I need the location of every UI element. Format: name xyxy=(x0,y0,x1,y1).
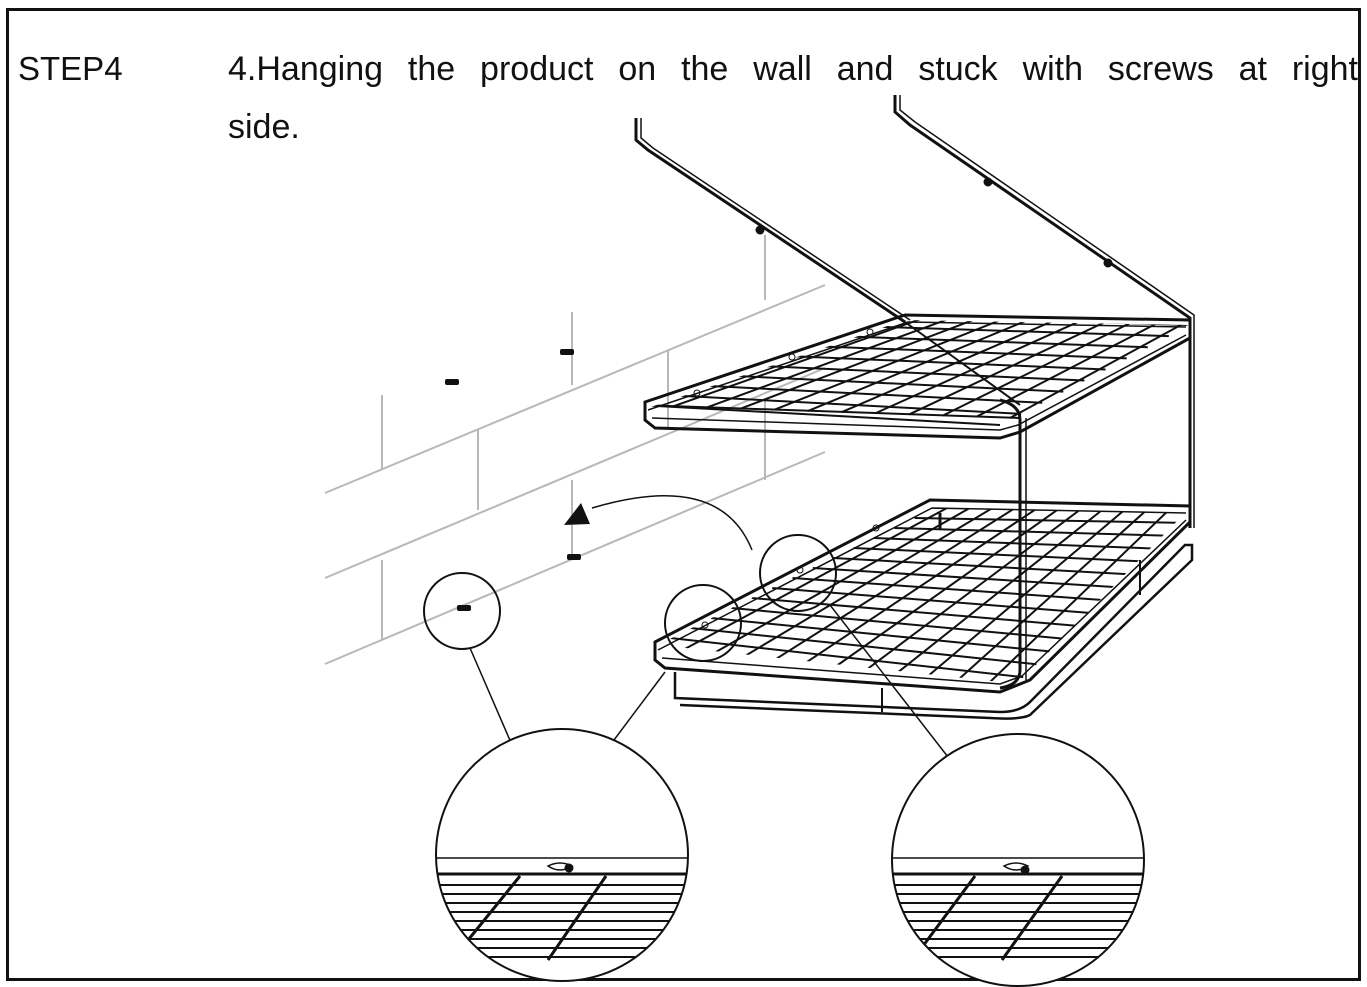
upper-shelf xyxy=(643,313,1192,440)
shelf-wire xyxy=(988,509,1170,684)
shelf-wire xyxy=(772,508,1018,662)
step-label: STEP4 xyxy=(18,50,123,87)
wall-screws xyxy=(445,349,581,611)
keyhole-screw-icon-left xyxy=(546,862,574,873)
shelf-wire xyxy=(865,508,1083,671)
shelf-wire xyxy=(1009,320,1188,419)
callout-wall-screw xyxy=(423,572,501,650)
shelf-wire xyxy=(834,508,1061,668)
towel-bar xyxy=(673,543,1194,720)
callout-left-keyhole xyxy=(664,584,742,662)
shelf-wire xyxy=(849,335,1148,349)
shelf-wire xyxy=(914,517,1182,524)
screw-4 xyxy=(457,605,471,611)
shelf-wire xyxy=(711,508,974,656)
shelf-wire xyxy=(926,508,1126,678)
shelf-wire xyxy=(975,320,1165,418)
left-hanging-bracket xyxy=(634,118,911,324)
shelf-wire xyxy=(1019,510,1185,684)
shelf-wire xyxy=(706,320,958,409)
step-instruction: 4.Hanging the product on the wall and st… xyxy=(228,50,1358,146)
shelf-wire xyxy=(807,320,1035,412)
shelf-wire xyxy=(774,320,1010,411)
detail-view-left xyxy=(435,728,689,982)
shelf-wire xyxy=(741,508,996,659)
shelf-wire xyxy=(896,508,1104,675)
screw-3 xyxy=(567,554,581,560)
shelf-wire xyxy=(841,320,1061,414)
shelf-wire xyxy=(957,509,1148,681)
shelf-wire xyxy=(908,320,1113,416)
lower-shelf xyxy=(653,498,1192,694)
shelf-wire xyxy=(942,320,1139,417)
callout-right-keyhole xyxy=(759,534,837,612)
callout-circles xyxy=(423,534,949,758)
right-hanging-bracket xyxy=(893,95,1195,528)
shelf-wire xyxy=(879,325,1169,338)
shelf-wire xyxy=(680,508,953,653)
shelf-wire xyxy=(873,537,1156,550)
shelf-wire xyxy=(673,320,932,408)
hanging-arrow xyxy=(564,495,753,551)
shelf-wire xyxy=(875,320,1087,415)
shelf-wire xyxy=(669,394,1022,415)
shelf-wire xyxy=(740,320,984,410)
screw-1 xyxy=(445,379,459,385)
keyhole-screw-icon-right xyxy=(1002,862,1030,875)
screw-2 xyxy=(560,349,574,355)
brick-wall xyxy=(324,235,826,665)
wire-shelf xyxy=(634,95,1195,720)
detail-view-right xyxy=(891,733,1145,987)
shelf-wire xyxy=(803,508,1039,665)
shelf-wire xyxy=(853,547,1143,563)
arrow-head-icon xyxy=(564,503,590,525)
shelf-wire xyxy=(648,404,1001,426)
